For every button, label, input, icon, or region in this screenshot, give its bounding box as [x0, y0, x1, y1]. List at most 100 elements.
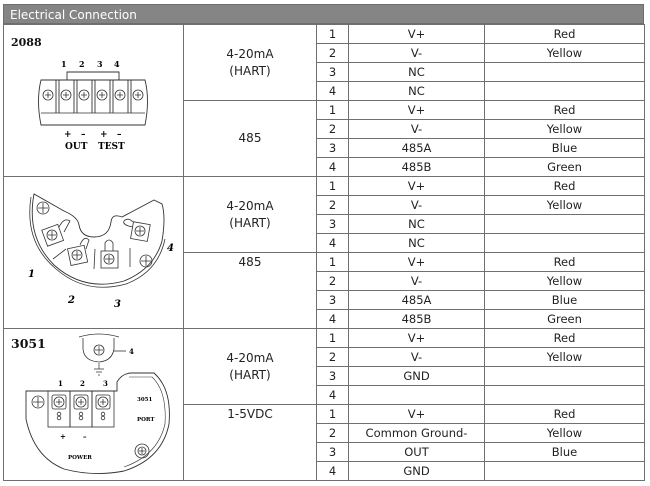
function-cell: Common Ground-	[348, 423, 485, 443]
table-row: 2 V- Yellow	[4, 347, 645, 367]
function-cell: V+	[348, 252, 485, 272]
svg-text:–: –	[81, 130, 86, 140]
function-cell	[348, 385, 485, 405]
pin-cell: 2	[316, 119, 349, 139]
table-row: 2 V- Yellow	[4, 195, 645, 215]
terminal-board-3051-icon: 4 1 2 3	[25, 333, 170, 474]
svg-text:3: 3	[103, 379, 108, 388]
function-cell: 485B	[348, 157, 485, 177]
pin-cell: 2	[316, 271, 349, 291]
pin-cell: 4	[316, 81, 349, 101]
svg-text:1: 1	[58, 379, 63, 388]
table-row: 2 V- Yellow	[4, 43, 645, 63]
mode-label: 485	[238, 131, 262, 145]
diagram-2088: 2088 1 2 3 4	[3, 24, 184, 177]
table-row: 4 GND	[4, 461, 645, 481]
svg-text:4: 4	[114, 59, 120, 69]
mode-cell: 485	[183, 252, 317, 329]
svg-text:4: 4	[167, 243, 174, 254]
function-cell: V+	[348, 404, 485, 424]
wire-color-cell: Yellow	[484, 271, 645, 291]
function-cell: V+	[348, 176, 485, 196]
function-cell: V-	[348, 347, 485, 367]
mode-label: 4-20mA	[226, 46, 274, 61]
svg-text:–: –	[83, 432, 87, 441]
mode-label: 4-20mA	[226, 198, 274, 213]
mode-sublabel: (HART)	[229, 63, 271, 78]
mode-cell: 485	[183, 100, 317, 177]
function-cell: GND	[348, 461, 485, 481]
function-cell: OUT	[348, 442, 485, 462]
wire-color-cell: Blue	[484, 442, 645, 462]
wire-color-cell: Blue	[484, 290, 645, 310]
function-cell: 485A	[348, 290, 485, 310]
table-row: 3 485A Blue	[4, 290, 645, 310]
wire-color-cell: Red	[484, 24, 645, 44]
function-cell: NC	[348, 81, 485, 101]
wire-color-cell: Yellow	[484, 195, 645, 215]
svg-text:POWER: POWER	[68, 455, 92, 461]
pin-cell: 4	[316, 461, 349, 481]
svg-text:2: 2	[80, 379, 85, 388]
wire-color-cell	[484, 214, 645, 234]
wire-color-cell: Red	[484, 328, 645, 348]
wire-color-cell: Red	[484, 404, 645, 424]
pin-cell: 1	[316, 100, 349, 120]
wire-color-cell	[484, 62, 645, 82]
pin-cell: 1	[316, 24, 349, 44]
wire-color-cell: Yellow	[484, 423, 645, 443]
mode-sublabel: (HART)	[229, 215, 271, 230]
wire-color-cell	[484, 461, 645, 481]
wire-color-cell: Yellow	[484, 43, 645, 63]
pin-cell: 4	[316, 385, 349, 405]
svg-text:–: –	[117, 130, 122, 140]
model-label: 2088	[11, 36, 42, 49]
function-cell: V-	[348, 271, 485, 291]
wire-color-cell: Red	[484, 252, 645, 272]
connection-table: 2088 1 2 3 4	[3, 24, 645, 481]
table-row: 4 NC	[4, 81, 645, 101]
pin-cell: 1	[316, 328, 349, 348]
pin-cell: 2	[316, 43, 349, 63]
electrical-connection-sheet: Electrical Connection 2088 1 2 3 4	[3, 4, 645, 481]
svg-text:+: +	[100, 130, 108, 140]
svg-text:PORT: PORT	[137, 417, 155, 423]
wire-color-cell: Yellow	[484, 119, 645, 139]
svg-text:OUT: OUT	[65, 142, 88, 152]
pin-cell: 2	[316, 423, 349, 443]
table-row: 2088 1 2 3 4	[3, 24, 645, 177]
function-cell: V-	[348, 195, 485, 215]
pin-cell: 1	[316, 252, 349, 272]
svg-text:2: 2	[67, 295, 75, 306]
wire-color-cell: Yellow	[484, 347, 645, 367]
wire-color-cell	[484, 366, 645, 386]
svg-text:1: 1	[28, 269, 35, 280]
svg-text:3: 3	[114, 299, 121, 310]
diagram-head-mount: 1 2 3 4	[3, 176, 184, 329]
function-cell: V-	[348, 43, 485, 63]
pin-cell: 1	[316, 404, 349, 424]
pin-cell: 2	[316, 347, 349, 367]
wire-color-cell: Red	[484, 100, 645, 120]
table-row: 3051 4 1 2 3	[3, 328, 645, 481]
wire-color-cell	[484, 385, 645, 405]
table-row: 4 485B Green	[4, 157, 645, 177]
terminal-block-2088-icon: 1 2 3 4	[38, 59, 148, 152]
svg-text:1: 1	[61, 59, 67, 69]
pin-cell: 2	[316, 195, 349, 215]
mode-cell: 4-20mA (HART)	[183, 176, 317, 253]
pin-cell: 3	[316, 290, 349, 310]
mode-cell: 4-20mA (HART)	[183, 328, 317, 405]
pin-cell: 1	[316, 176, 349, 196]
table-row: 3 NC	[4, 214, 645, 234]
svg-text:3051: 3051	[137, 397, 152, 403]
table-row: 485 1 V+ Red	[4, 100, 645, 177]
pin-cell: 3	[316, 442, 349, 462]
pin-cell: 4	[316, 157, 349, 177]
function-cell: NC	[348, 62, 485, 82]
function-cell: V-	[348, 119, 485, 139]
function-cell: V+	[348, 328, 485, 348]
function-cell: GND	[348, 366, 485, 386]
mode-cell: 1-5VDC	[183, 404, 317, 481]
wire-color-cell: Red	[484, 176, 645, 196]
